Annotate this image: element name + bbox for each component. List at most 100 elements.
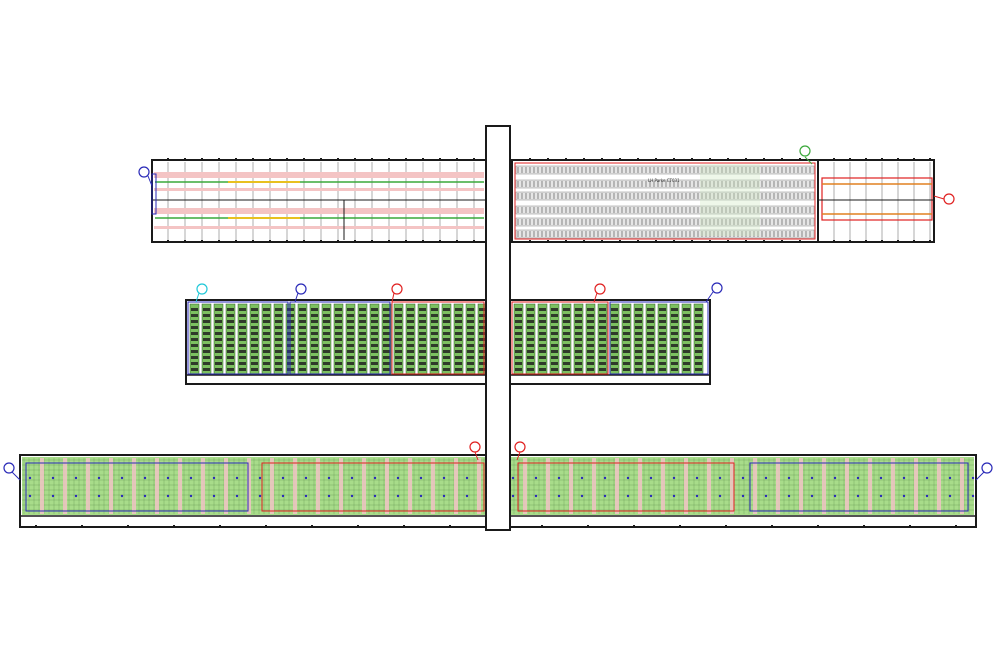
- shelf-slot: [659, 332, 666, 335]
- shelf-slot: [251, 356, 258, 359]
- shelf-slot: [467, 326, 474, 329]
- shelf-slot: [575, 314, 582, 317]
- shelf-slot: [635, 314, 642, 317]
- shelf-slot: [359, 332, 366, 335]
- shelf-slot: [347, 344, 354, 347]
- shelf-slot: [359, 308, 366, 311]
- shelf-slot: [215, 320, 222, 323]
- shelf-slot: [611, 344, 618, 347]
- shelf-slot: [323, 314, 330, 317]
- shelf-slot: [443, 314, 450, 317]
- shelf-slot: [599, 362, 606, 365]
- shelf-slot: [587, 368, 594, 371]
- shelf-slot: [551, 332, 558, 335]
- shelf-slot: [311, 350, 318, 353]
- shelf-slot: [251, 368, 258, 371]
- grid-dot: [902, 494, 906, 498]
- grid-dot: [189, 494, 193, 498]
- grid-dot: [649, 476, 653, 480]
- shelf-slot: [479, 326, 486, 329]
- shelf-slot: [515, 308, 522, 311]
- shelf-slot: [611, 308, 618, 311]
- shelf-slot: [575, 332, 582, 335]
- column-tick: [449, 525, 451, 527]
- shelf-slot: [191, 356, 198, 359]
- middle-rack: [185, 299, 711, 385]
- shelf-slot: [203, 332, 210, 335]
- shelf-slot: [515, 356, 522, 359]
- shelf-slot: [623, 368, 630, 371]
- shelf-slot: [383, 332, 390, 335]
- column-tick: [881, 240, 883, 242]
- shelf-slot: [551, 350, 558, 353]
- grid-dot: [948, 494, 952, 498]
- grid-dot: [120, 476, 124, 480]
- shelf-slot: [227, 362, 234, 365]
- shelf-slot: [407, 314, 414, 317]
- column-tick: [286, 158, 288, 160]
- column-tick: [439, 158, 441, 160]
- shelf-slot: [263, 314, 270, 317]
- column-tick: [655, 158, 657, 160]
- pink-column: [362, 458, 366, 514]
- top-right-rack: [817, 158, 935, 243]
- shelf-slot: [227, 368, 234, 371]
- shelf-slot: [203, 308, 210, 311]
- grid-dot: [741, 494, 745, 498]
- shelf-slot: [455, 368, 462, 371]
- column-tick: [311, 525, 313, 527]
- shelf-slot: [683, 368, 690, 371]
- shelf-slot: [383, 338, 390, 341]
- shelf-slot: [275, 362, 282, 365]
- shelf-slot: [419, 314, 426, 317]
- shelf-slot: [599, 332, 606, 335]
- column-tick: [456, 240, 458, 242]
- shelf-slot: [539, 368, 546, 371]
- shelf-slot: [659, 350, 666, 353]
- shelf-slot: [347, 368, 354, 371]
- shelf-slot: [635, 338, 642, 341]
- callout-mid-4: [593, 283, 606, 303]
- column-tick: [637, 240, 639, 242]
- shelf-slot: [527, 332, 534, 335]
- pink-column: [799, 458, 803, 514]
- shelf-slot: [359, 350, 366, 353]
- shelf-slot: [263, 332, 270, 335]
- shelf-slot: [551, 338, 558, 341]
- pink-column: [891, 458, 895, 514]
- pink-column: [937, 458, 941, 514]
- grid-dot: [327, 476, 331, 480]
- pink-column: [40, 458, 44, 514]
- shelf-slot: [515, 338, 522, 341]
- shelf-slot: [539, 314, 546, 317]
- shelf-slot: [635, 326, 642, 329]
- shelf-slot: [647, 332, 654, 335]
- shelf-slot: [527, 308, 534, 311]
- column-tick: [252, 240, 254, 242]
- grid-dot: [419, 494, 423, 498]
- column-tick: [127, 525, 129, 527]
- grid-dot: [212, 476, 216, 480]
- column-tick: [529, 158, 531, 160]
- shelf-slot: [527, 338, 534, 341]
- shelf-slot: [275, 344, 282, 347]
- shelf-slot: [527, 344, 534, 347]
- shelf-slot: [239, 314, 246, 317]
- shelf-slot: [311, 368, 318, 371]
- shelf-slot: [455, 350, 462, 353]
- shelf-slot: [431, 356, 438, 359]
- grid-dot: [787, 476, 791, 480]
- shelf-slot: [527, 326, 534, 329]
- shelf-slot: [383, 320, 390, 323]
- shelf-slot: [431, 320, 438, 323]
- shelf-slot: [203, 320, 210, 323]
- shelf-row: [515, 165, 815, 175]
- shelf-slot: [563, 356, 570, 359]
- column-tick: [691, 158, 693, 160]
- shelf-slot: [395, 308, 402, 311]
- column-tick: [388, 158, 390, 160]
- shelf-slot: [215, 356, 222, 359]
- column-tick: [771, 525, 773, 527]
- shelf-slot: [239, 350, 246, 353]
- shelf-slot: [323, 356, 330, 359]
